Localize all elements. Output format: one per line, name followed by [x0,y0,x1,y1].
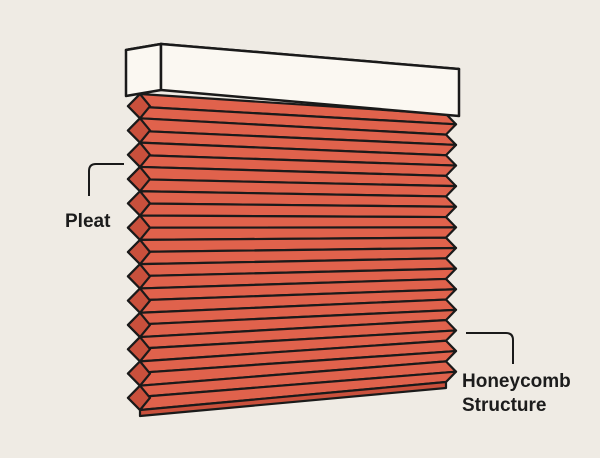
headrail-end-face [124,42,163,98]
honeycomb-label-line2: Structure [462,395,547,416]
pleat-label: Pleat [65,211,111,232]
honeycomb-label-line1: Honeycomb [462,371,571,392]
pleat-leader-line [88,163,124,196]
headrail [124,42,461,118]
bottom-rail [138,380,448,418]
honeycomb-structure-label: Honeycomb Structure [462,370,571,418]
honeycomb-leader-line [466,332,514,364]
pleat-upper-face [126,214,458,229]
shade-fabric [126,92,458,418]
headrail-front-face [159,42,461,118]
